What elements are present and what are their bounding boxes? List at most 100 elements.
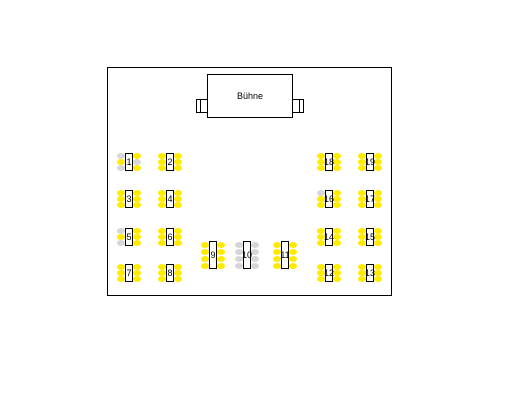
table-11[interactable]: 11 <box>273 237 297 273</box>
chair-occupied[interactable] <box>117 159 125 165</box>
chair-occupied[interactable] <box>333 270 341 276</box>
chair-occupied[interactable] <box>289 255 297 262</box>
chair-occupied[interactable] <box>333 240 341 246</box>
chair-occupied[interactable] <box>333 165 341 171</box>
chair-occupied[interactable] <box>174 234 182 240</box>
table-1[interactable]: 1 <box>117 149 141 175</box>
chair-free[interactable] <box>117 165 125 171</box>
chair-free[interactable] <box>117 153 125 159</box>
chair-occupied[interactable] <box>374 196 382 202</box>
chair-occupied[interactable] <box>317 153 325 159</box>
chair-occupied[interactable] <box>374 202 382 208</box>
chair-occupied[interactable] <box>117 264 125 270</box>
chair-free[interactable] <box>117 240 125 246</box>
chair-free[interactable] <box>117 228 125 234</box>
chair-occupied[interactable] <box>333 153 341 159</box>
chair-occupied[interactable] <box>133 196 141 202</box>
chair-occupied[interactable] <box>289 248 297 255</box>
chair-free[interactable] <box>251 241 259 248</box>
chair-occupied[interactable] <box>117 202 125 208</box>
chair-occupied[interactable] <box>317 159 325 165</box>
chair-occupied[interactable] <box>317 240 325 246</box>
chair-free[interactable] <box>235 255 243 262</box>
chair-occupied[interactable] <box>217 262 225 269</box>
table-12[interactable]: 12 <box>317 260 341 286</box>
chair-occupied[interactable] <box>117 190 125 196</box>
chair-occupied[interactable] <box>158 234 166 240</box>
chair-occupied[interactable] <box>289 241 297 248</box>
table-3[interactable]: 3 <box>117 186 141 212</box>
chair-occupied[interactable] <box>133 153 141 159</box>
chair-occupied[interactable] <box>273 255 281 262</box>
chair-occupied[interactable] <box>217 241 225 248</box>
table-10[interactable]: 10 <box>235 237 259 273</box>
chair-occupied[interactable] <box>158 228 166 234</box>
chair-occupied[interactable] <box>317 234 325 240</box>
chair-occupied[interactable] <box>273 241 281 248</box>
chair-free[interactable] <box>251 262 259 269</box>
chair-occupied[interactable] <box>289 262 297 269</box>
chair-occupied[interactable] <box>374 240 382 246</box>
table-18[interactable]: 18 <box>317 149 341 175</box>
chair-free[interactable] <box>251 248 259 255</box>
chair-occupied[interactable] <box>317 264 325 270</box>
chair-occupied[interactable] <box>158 165 166 171</box>
chair-occupied[interactable] <box>358 202 366 208</box>
chair-occupied[interactable] <box>158 264 166 270</box>
chair-occupied[interactable] <box>217 255 225 262</box>
chair-occupied[interactable] <box>158 240 166 246</box>
chair-occupied[interactable] <box>158 159 166 165</box>
chair-occupied[interactable] <box>333 190 341 196</box>
chair-free[interactable] <box>235 248 243 255</box>
chair-occupied[interactable] <box>273 248 281 255</box>
chair-occupied[interactable] <box>201 241 209 248</box>
chair-occupied[interactable] <box>133 228 141 234</box>
chair-occupied[interactable] <box>174 264 182 270</box>
chair-occupied[interactable] <box>158 190 166 196</box>
chair-occupied[interactable] <box>333 264 341 270</box>
chair-occupied[interactable] <box>317 165 325 171</box>
chair-occupied[interactable] <box>374 234 382 240</box>
chair-occupied[interactable] <box>174 276 182 282</box>
stage[interactable]: Bühne <box>207 74 293 118</box>
chair-occupied[interactable] <box>217 248 225 255</box>
chair-occupied[interactable] <box>317 196 325 202</box>
chair-occupied[interactable] <box>374 159 382 165</box>
chair-free[interactable] <box>251 255 259 262</box>
chair-occupied[interactable] <box>133 276 141 282</box>
chair-occupied[interactable] <box>317 276 325 282</box>
chair-occupied[interactable] <box>117 276 125 282</box>
chair-occupied[interactable] <box>158 276 166 282</box>
chair-occupied[interactable] <box>174 202 182 208</box>
chair-occupied[interactable] <box>201 255 209 262</box>
table-8[interactable]: 8 <box>158 260 182 286</box>
chair-occupied[interactable] <box>174 270 182 276</box>
chair-occupied[interactable] <box>374 165 382 171</box>
chair-occupied[interactable] <box>333 276 341 282</box>
chair-occupied[interactable] <box>374 264 382 270</box>
chair-occupied[interactable] <box>358 196 366 202</box>
chair-occupied[interactable] <box>158 270 166 276</box>
chair-occupied[interactable] <box>358 264 366 270</box>
table-2[interactable]: 2 <box>158 149 182 175</box>
chair-occupied[interactable] <box>174 153 182 159</box>
chair-occupied[interactable] <box>117 196 125 202</box>
chair-occupied[interactable] <box>117 270 125 276</box>
chair-occupied[interactable] <box>158 196 166 202</box>
table-5[interactable]: 5 <box>117 224 141 250</box>
chair-occupied[interactable] <box>317 202 325 208</box>
chair-free[interactable] <box>235 241 243 248</box>
chair-occupied[interactable] <box>358 165 366 171</box>
chair-occupied[interactable] <box>174 159 182 165</box>
chair-occupied[interactable] <box>273 262 281 269</box>
chair-occupied[interactable] <box>317 270 325 276</box>
chair-occupied[interactable] <box>374 190 382 196</box>
chair-occupied[interactable] <box>358 270 366 276</box>
chair-free[interactable] <box>317 190 325 196</box>
table-15[interactable]: 15 <box>358 224 382 250</box>
chair-occupied[interactable] <box>358 190 366 196</box>
chair-occupied[interactable] <box>133 270 141 276</box>
chair-occupied[interactable] <box>374 153 382 159</box>
chair-occupied[interactable] <box>374 270 382 276</box>
chair-occupied[interactable] <box>358 276 366 282</box>
